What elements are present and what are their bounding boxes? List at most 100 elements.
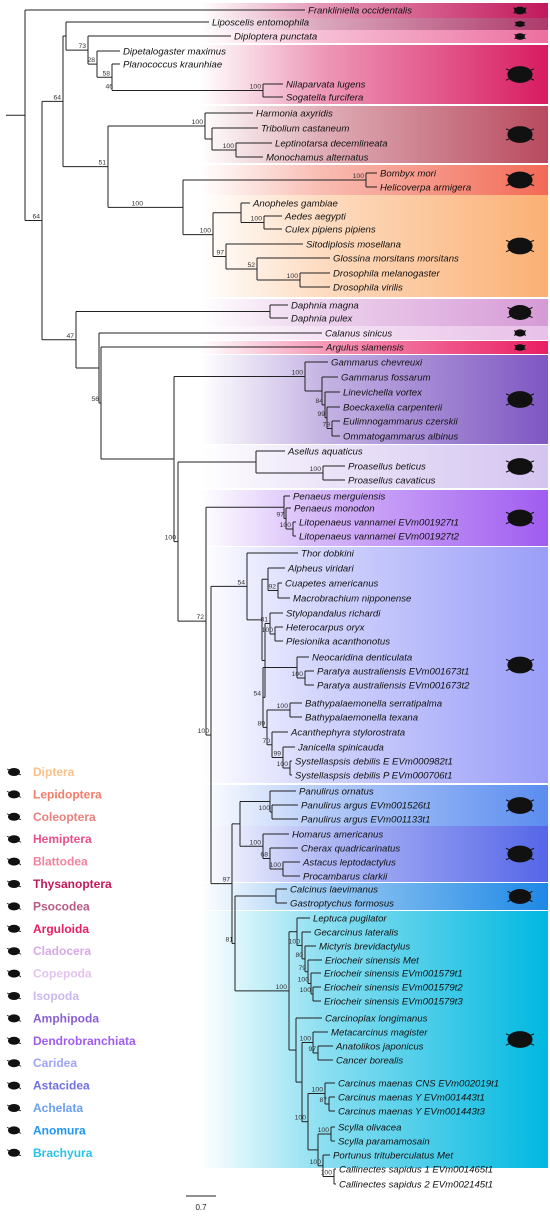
tip-label: Carcinus maenas Y EVm001443t1 [338,1092,485,1103]
tip-label: Bathypalaemonella texana [305,712,418,723]
tip-label: Cancer borealis [336,1055,403,1066]
support-value: 100 [262,627,274,634]
support-value: 72 [196,614,204,621]
support-value: 92 [268,584,276,591]
legend-label: Caridea [33,1056,77,1070]
tip-label: Asellus aquaticus [287,446,363,457]
support-value: 97 [216,250,224,257]
tip-label: Stylopandalus richardi [286,608,381,619]
legend-label: Psocodea [33,899,90,913]
tip-label: Eriocheir sinensis Met [325,955,419,966]
support-value: 87 [319,1097,327,1104]
tip-label: Harmonia axyridis [256,108,333,119]
tip-label: Penaeus merguiensis [293,491,385,502]
tip-label: Drosophila melanogaster [333,268,440,279]
beetle-icon [6,812,22,821]
support-value: 100 [259,805,271,812]
support-value: 100 [353,173,365,180]
argulus-icon [514,344,526,351]
tip-label: Janicella spinicauda [297,742,384,753]
crayfish-icon [6,1081,22,1090]
legend-label: Isopoda [33,989,79,1003]
tip-label: Carcinus maenas Y EVm001443t3 [338,1106,486,1117]
legend-label: Brachyura [33,1146,93,1160]
tip-label: Portunus trituberculatus Met [333,1150,453,1161]
legend-item: Isopoda [6,989,79,1003]
support-value: 100 [277,761,289,768]
support-value: 100 [287,273,299,280]
tip-label: Metacarcinus magister [331,1027,428,1038]
support-value: 100 [312,1087,324,1094]
legend-label: Hemiptera [33,832,92,846]
clade-band-blattodea [200,30,548,43]
tip-label: Aedes aegypti [284,211,347,222]
support-value: 68 [260,852,268,859]
tip-label: Acanthephyra stylorostrata [290,727,405,738]
support-value: 81 [225,936,233,943]
tip-label: Panulirus argus EVm001133t1 [301,814,430,825]
tip-label: Panulirus argus EVm001526t1 [301,800,431,811]
support-value: 100 [251,216,263,223]
scale-bar: 0.7 [186,1195,216,1212]
support-value: 79 [322,422,330,429]
tip-label: Eriocheir sinensis EVm001579t1 [324,968,463,979]
support-value: 97 [276,512,284,519]
clade-band-brachyura [200,911,548,1168]
tip-label: Alpheus viridari [287,563,354,574]
support-value: 100 [250,84,262,91]
tip-label: Eulimnogammarus czerskii [343,416,458,427]
shrimp-icon [505,509,535,527]
tip-label: Panulirus ornatus [299,786,374,797]
support-value: 100 [292,369,304,376]
crab-icon [6,1148,22,1157]
support-value: 51 [98,160,106,167]
shrimp-icon [6,1036,22,1045]
tip-label: Cuapetes americanus [285,578,379,589]
tip-label: Sitodiplosis mosellana [306,239,401,250]
legend-label: Anomura [33,1123,86,1137]
tip-label: Carcinus maenas CNS EVm002019t1 [338,1078,499,1089]
clade-band-isopoda [200,445,548,488]
legend-item: Lepidoptera [6,787,102,801]
legend-item: Cladocera [6,944,91,958]
tip-label: Plesionika acanthonotus [286,636,390,647]
support-value: 100 [280,522,292,529]
legend-item: Psocodea [6,899,90,913]
termite-icon [514,33,526,40]
clade-legend: DipteraLepidopteraColeopteraHemipteraBla… [6,765,136,1160]
clade-band-thysanoptera [200,3,548,18]
tip-label: Carcinoplax longimanus [325,1013,428,1024]
daphnia-icon [6,947,22,956]
support-value: 54 [237,579,245,586]
crayfish-icon [505,845,535,863]
support-value: 100 [289,938,301,945]
support-value: 28 [87,57,95,64]
support-value: 99 [317,411,325,418]
tip-label: Helicoverpa armigera [380,182,471,193]
support-value: 100 [223,143,235,150]
tip-label: Anopheles gambiae [252,198,338,209]
legend-item: Arguloida [6,922,89,936]
clade-band-cladocera [200,299,548,326]
moth-icon [6,790,22,799]
bug-icon [6,835,22,844]
tip-label: Calanus sinicus [325,328,392,339]
fly-icon [505,237,535,255]
legend-item: Copepoda [6,967,92,981]
spiny-lobster-icon [6,1104,22,1112]
isopod-icon [6,992,22,1000]
legend-item: Achelata [6,1101,83,1115]
caridean-icon [505,656,535,674]
tip-label: Eriocheir sinensis EVm001579t3 [324,996,463,1007]
scale-bar-label: 0.7 [195,1203,207,1212]
support-value: 100 [321,1170,333,1177]
hermit-crab-icon [6,1126,22,1135]
support-value: 47 [66,333,74,340]
support-value: 97 [308,1046,316,1053]
clade-band-copepoda [200,326,548,340]
tip-label: Paratya australiensis EVm001673t1 [317,666,470,677]
legend-label: Thysanoptera [33,877,112,891]
termite-icon [6,857,22,866]
clade-band-astacidea [200,826,548,882]
